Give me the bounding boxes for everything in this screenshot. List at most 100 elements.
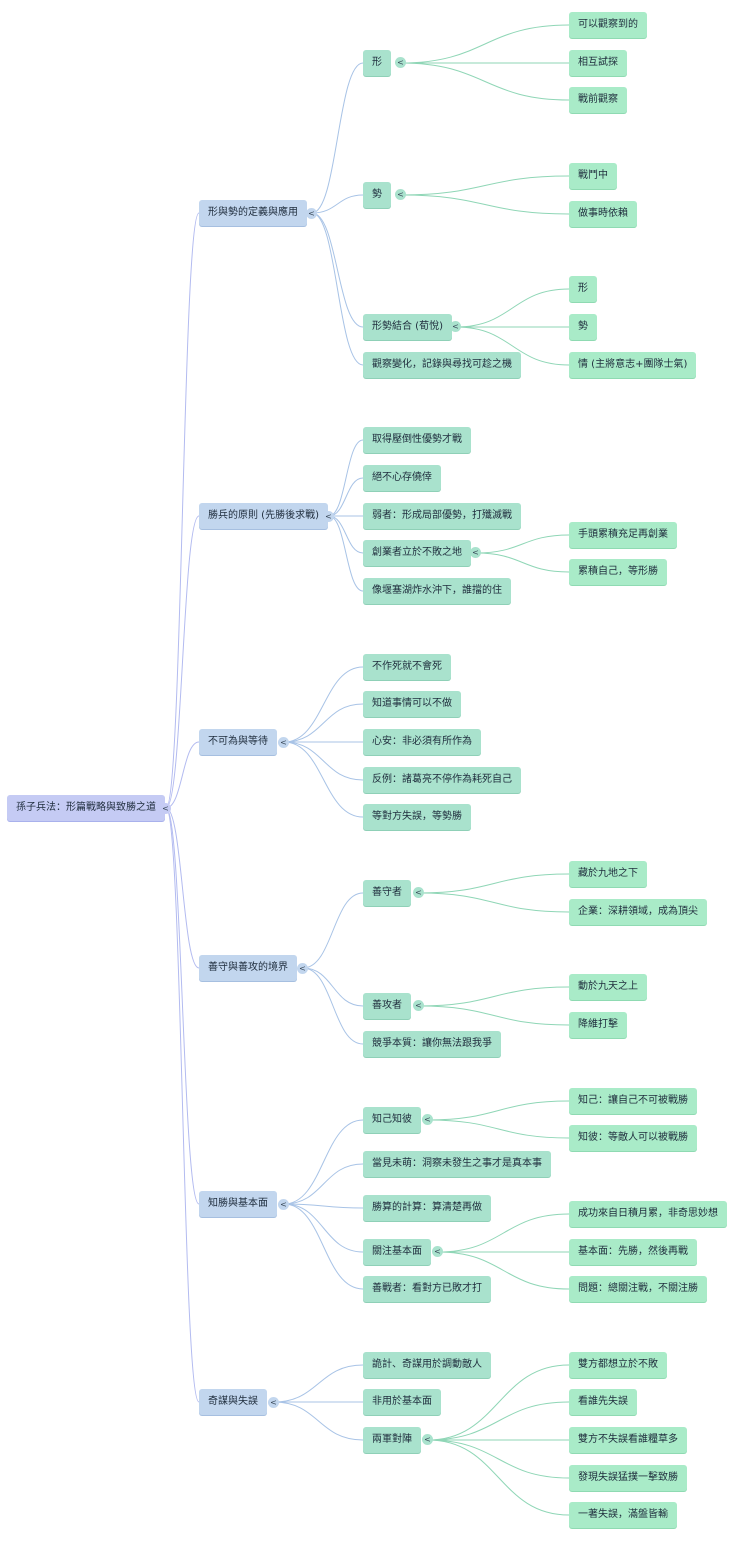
collapse-toggle-icon[interactable]: < bbox=[450, 321, 461, 332]
node-wait[interactable]: 等對方失誤，等勢勝 bbox=[363, 804, 471, 830]
connector-line bbox=[328, 515, 364, 554]
leaf-win-first[interactable]: 基本面：先勝，然後再戰 bbox=[569, 1239, 697, 1265]
leaf-observable[interactable]: 可以觀察到的 bbox=[569, 12, 647, 38]
leaf-sky[interactable]: 動於九天之上 bbox=[569, 974, 647, 1000]
connector-line bbox=[165, 515, 200, 809]
connector-line bbox=[283, 666, 364, 743]
connector-line bbox=[427, 1439, 570, 1516]
connector-line bbox=[418, 1005, 570, 1026]
connector-line bbox=[437, 1251, 570, 1290]
connector-line bbox=[283, 703, 364, 743]
node-shi[interactable]: 勢 bbox=[363, 182, 391, 208]
node-dam[interactable]: 像堰塞湖炸水沖下，誰擋的住 bbox=[363, 578, 511, 604]
node-entrepreneur[interactable]: 創業者立於不敗之地 bbox=[363, 540, 471, 566]
connector-line bbox=[328, 477, 364, 517]
branch-defense-attack[interactable]: 善守與善攻的境界 bbox=[199, 955, 297, 981]
node-know[interactable]: 知己知彼 bbox=[363, 1107, 421, 1133]
collapse-toggle-icon[interactable]: < bbox=[323, 511, 334, 522]
leaf-daily[interactable]: 成功來自日積月累，非奇思妙想 bbox=[569, 1201, 727, 1227]
node-foresee[interactable]: 當見未萌：洞察未發生之事才是真本事 bbox=[363, 1151, 551, 1177]
node-peace[interactable]: 心安：非必須有所作為 bbox=[363, 729, 481, 755]
connector-line bbox=[311, 212, 364, 328]
collapse-toggle-icon[interactable]: < bbox=[268, 1397, 279, 1408]
root-node[interactable]: 孫子兵法：形篇戰略與致勝之道 bbox=[7, 795, 165, 821]
leaf-qing[interactable]: 情 (主將意志+團隊士氣) bbox=[569, 352, 697, 378]
branch-knowing-victory[interactable]: 知勝與基本面 bbox=[199, 1191, 277, 1217]
collapse-toggle-icon[interactable]: < bbox=[278, 737, 289, 748]
collapse-toggle-icon[interactable]: < bbox=[160, 803, 171, 814]
collapse-toggle-icon[interactable]: < bbox=[278, 1199, 289, 1210]
connector-line bbox=[273, 1401, 364, 1441]
node-weak[interactable]: 弱者：形成局部優勢，打殲滅戰 bbox=[363, 503, 521, 529]
connector-line bbox=[165, 212, 200, 809]
connector-line bbox=[418, 986, 570, 1007]
leaf-prewar[interactable]: 戰前觀察 bbox=[569, 87, 627, 113]
leaf-problem[interactable]: 問題：總關注戰，不關注勝 bbox=[569, 1276, 707, 1302]
collapse-toggle-icon[interactable]: < bbox=[413, 887, 424, 898]
leaf-dimension[interactable]: 降維打擊 bbox=[569, 1012, 627, 1038]
node-calc[interactable]: 勝算的計算：算清楚再做 bbox=[363, 1195, 491, 1221]
branch-tactics-mistakes[interactable]: 奇謀與失誤 bbox=[199, 1389, 267, 1415]
connector-line bbox=[427, 1119, 570, 1139]
connector-line bbox=[418, 873, 570, 894]
branch-waiting[interactable]: 不可為與等待 bbox=[199, 729, 277, 755]
leaf-in-battle[interactable]: 戰鬥中 bbox=[569, 163, 617, 189]
collapse-toggle-icon[interactable]: < bbox=[422, 1434, 433, 1445]
connector-line bbox=[165, 807, 200, 969]
connector-line bbox=[165, 807, 200, 1205]
connector-line bbox=[273, 1364, 364, 1403]
node-xingshi[interactable]: 形勢結合 (荀悅) bbox=[363, 314, 452, 340]
collapse-toggle-icon[interactable]: < bbox=[432, 1246, 443, 1257]
node-fundamentals[interactable]: 關注基本面 bbox=[363, 1239, 431, 1265]
leaf-supplies[interactable]: 雙方不失誤看誰糧草多 bbox=[569, 1427, 687, 1453]
collapse-toggle-icon[interactable]: < bbox=[297, 963, 308, 974]
connector-line bbox=[302, 967, 364, 1007]
collapse-toggle-icon[interactable]: < bbox=[422, 1114, 433, 1125]
node-observe[interactable]: 觀察變化，記錄與尋找可趁之機 bbox=[363, 352, 521, 378]
branch-winning-principles[interactable]: 勝兵的原則 (先勝後求戰) bbox=[199, 503, 328, 529]
leaf-know-enemy[interactable]: 知彼：等敵人可以被戰勝 bbox=[569, 1125, 697, 1151]
leaf-accumulate[interactable]: 手頭累積充足再創業 bbox=[569, 522, 677, 548]
node-attacker[interactable]: 善攻者 bbox=[363, 993, 411, 1019]
leaf-rely[interactable]: 做事時依賴 bbox=[569, 201, 637, 227]
leaf-strike[interactable]: 發現失誤猛撲一擊致勝 bbox=[569, 1465, 687, 1491]
connector-line bbox=[283, 1119, 364, 1205]
collapse-toggle-icon[interactable]: < bbox=[306, 208, 317, 219]
leaf-know-self[interactable]: 知己：讓自己不可被戰勝 bbox=[569, 1088, 697, 1114]
connector-line bbox=[455, 288, 570, 328]
node-fighter[interactable]: 善戰者：看對方已敗才打 bbox=[363, 1276, 491, 1302]
node-overwhelming[interactable]: 取得壓倒性優勢才戰 bbox=[363, 427, 471, 453]
connector-line bbox=[311, 62, 364, 214]
connector-line bbox=[427, 1364, 570, 1441]
collapse-toggle-icon[interactable]: < bbox=[395, 57, 406, 68]
node-defender[interactable]: 善守者 bbox=[363, 880, 411, 906]
node-armies[interactable]: 兩軍對陣 bbox=[363, 1427, 421, 1453]
connector-line bbox=[283, 1203, 364, 1290]
node-xing[interactable]: 形 bbox=[363, 50, 391, 76]
connector-line bbox=[427, 1100, 570, 1121]
connector-line bbox=[328, 439, 364, 517]
leaf-probe[interactable]: 相互試探 bbox=[569, 50, 627, 76]
leaf-hide[interactable]: 藏於九地之下 bbox=[569, 861, 647, 887]
node-not-fundamental[interactable]: 非用於基本面 bbox=[363, 1389, 441, 1415]
leaf-enterprise[interactable]: 企業：深耕領域，成為頂尖 bbox=[569, 899, 707, 925]
collapse-toggle-icon[interactable]: < bbox=[413, 1000, 424, 1011]
leaf-lose-all[interactable]: 一著失誤，滿盤皆輸 bbox=[569, 1502, 677, 1528]
node-competition[interactable]: 競爭本質：讓你無法跟我爭 bbox=[363, 1031, 501, 1057]
node-no-die[interactable]: 不作死就不會死 bbox=[363, 654, 451, 680]
leaf-self[interactable]: 累積自己，等形勝 bbox=[569, 559, 667, 585]
collapse-toggle-icon[interactable]: < bbox=[395, 189, 406, 200]
leaf-shi[interactable]: 勢 bbox=[569, 314, 597, 340]
connector-line bbox=[283, 741, 364, 781]
leaf-xing[interactable]: 形 bbox=[569, 276, 597, 302]
connector-line bbox=[283, 741, 364, 818]
leaf-both-unbeaten[interactable]: 雙方都想立於不敗 bbox=[569, 1352, 667, 1378]
node-can-skip[interactable]: 知道事情可以不做 bbox=[363, 691, 461, 717]
collapse-toggle-icon[interactable]: < bbox=[470, 547, 481, 558]
connector-line bbox=[283, 1163, 364, 1205]
node-counter[interactable]: 反例：諸葛亮不停作為耗死自己 bbox=[363, 767, 521, 793]
node-trick[interactable]: 詭計、奇謀用於調動敵人 bbox=[363, 1352, 491, 1378]
branch-form-momentum[interactable]: 形與勢的定義與應用 bbox=[199, 200, 307, 226]
leaf-first-mistake[interactable]: 看誰先失誤 bbox=[569, 1389, 637, 1415]
node-no-luck[interactable]: 絕不心存僥倖 bbox=[363, 465, 441, 491]
